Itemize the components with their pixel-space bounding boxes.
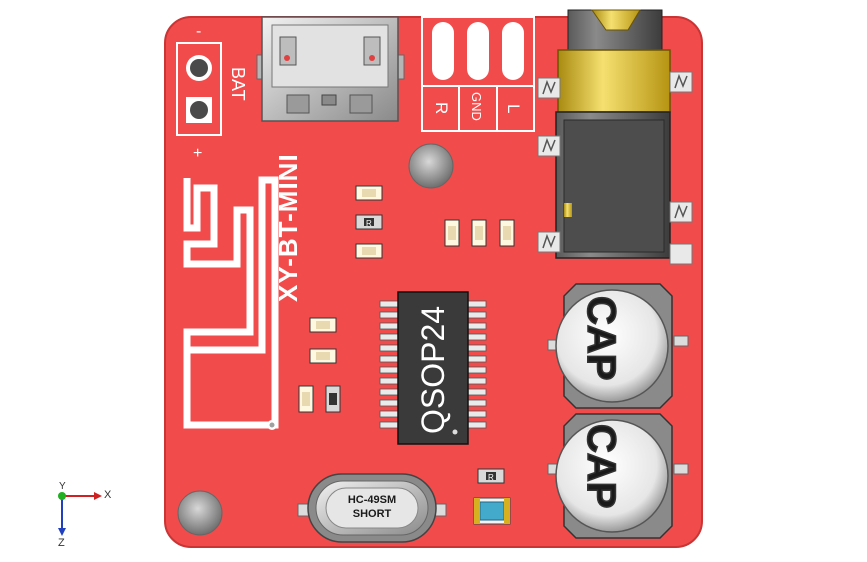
crystal-label-line2: SHORT xyxy=(353,508,392,520)
mounting-hole-top xyxy=(408,143,454,189)
audio-jack xyxy=(537,9,693,265)
capacitor-bottom-label: CAP xyxy=(579,424,623,508)
pcb-antenna xyxy=(183,176,279,429)
pin-label-gnd: GND xyxy=(469,92,484,121)
crystal-oscillator: HC-49SM SHORT xyxy=(297,473,447,543)
chip-label: QSOP24 xyxy=(415,306,451,434)
pin-label-l: L xyxy=(504,104,523,113)
battery-plus-label: + xyxy=(193,145,202,162)
mounting-hole-bottom xyxy=(177,490,223,536)
smd-components: R R xyxy=(298,185,515,484)
crystal-label-line1: HC-49SM xyxy=(348,494,396,506)
micro-usb-connector xyxy=(256,16,405,122)
battery-label: BAT xyxy=(228,67,248,101)
battery-minus-label: - xyxy=(196,23,201,40)
battery-connector: - + BAT xyxy=(176,23,248,162)
status-led xyxy=(473,497,511,525)
board-model-label: XY-BT-MINI xyxy=(273,153,303,302)
axis-x-label: X xyxy=(104,489,112,501)
axis-z-label: Z xyxy=(58,537,65,549)
resistor-mark-2: R xyxy=(488,473,494,482)
audio-pin-header: R GND L xyxy=(421,16,535,132)
resistor-mark-1: R xyxy=(366,219,372,228)
capacitor-top: CAP xyxy=(547,283,689,409)
axis-triad: X Y Z xyxy=(58,481,112,549)
capacitor-top-label: CAP xyxy=(579,296,623,380)
capacitor-bottom: CAP xyxy=(547,413,689,539)
qsop24-chip: QSOP24 xyxy=(379,291,487,445)
axis-y-label: Y xyxy=(59,481,66,492)
pin-label-r: R xyxy=(432,102,451,114)
